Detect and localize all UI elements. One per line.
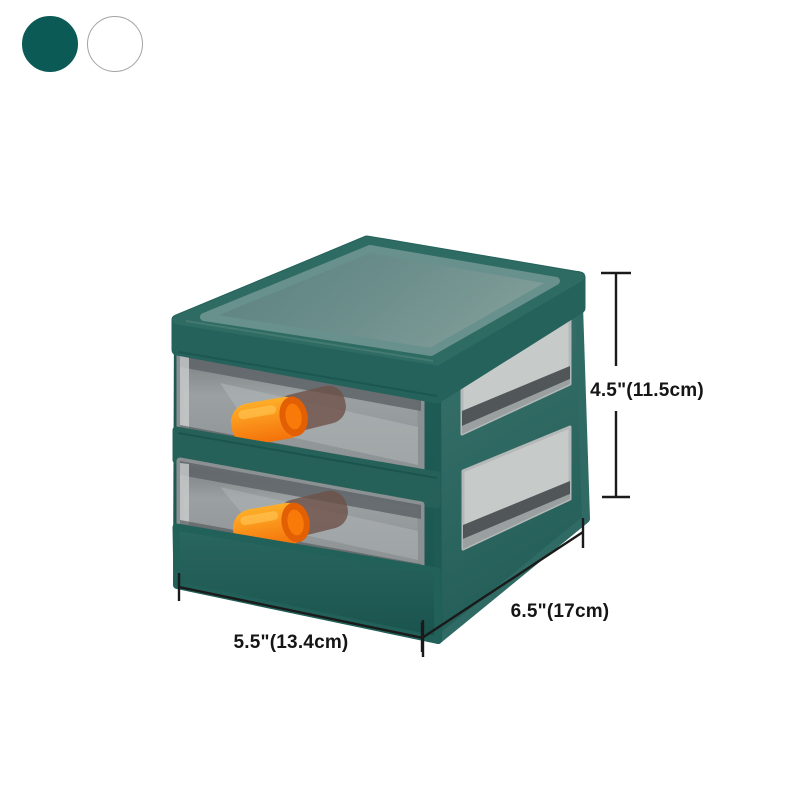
height-dimension-line — [601, 271, 631, 499]
width-dimension-label: 5.5"(13.4cm) — [233, 632, 349, 653]
base-band — [172, 523, 442, 644]
depth-dimension-label: 6.5"(17cm) — [510, 601, 610, 622]
color-swatch-group — [22, 16, 143, 72]
color-swatch-white[interactable] — [87, 16, 143, 72]
lid — [171, 235, 586, 404]
storage-drawer-product — [171, 235, 590, 644]
drawer-1-handle — [230, 396, 308, 446]
side-window-2 — [461, 425, 572, 551]
lid-recessed-surface — [200, 245, 560, 356]
height-dimension-label: 4.5"(11.5cm) — [590, 380, 704, 401]
width-dimension-line — [177, 573, 425, 657]
divider-band — [172, 426, 441, 509]
color-swatch-teal[interactable] — [22, 16, 78, 72]
dimension-lines — [177, 271, 631, 657]
